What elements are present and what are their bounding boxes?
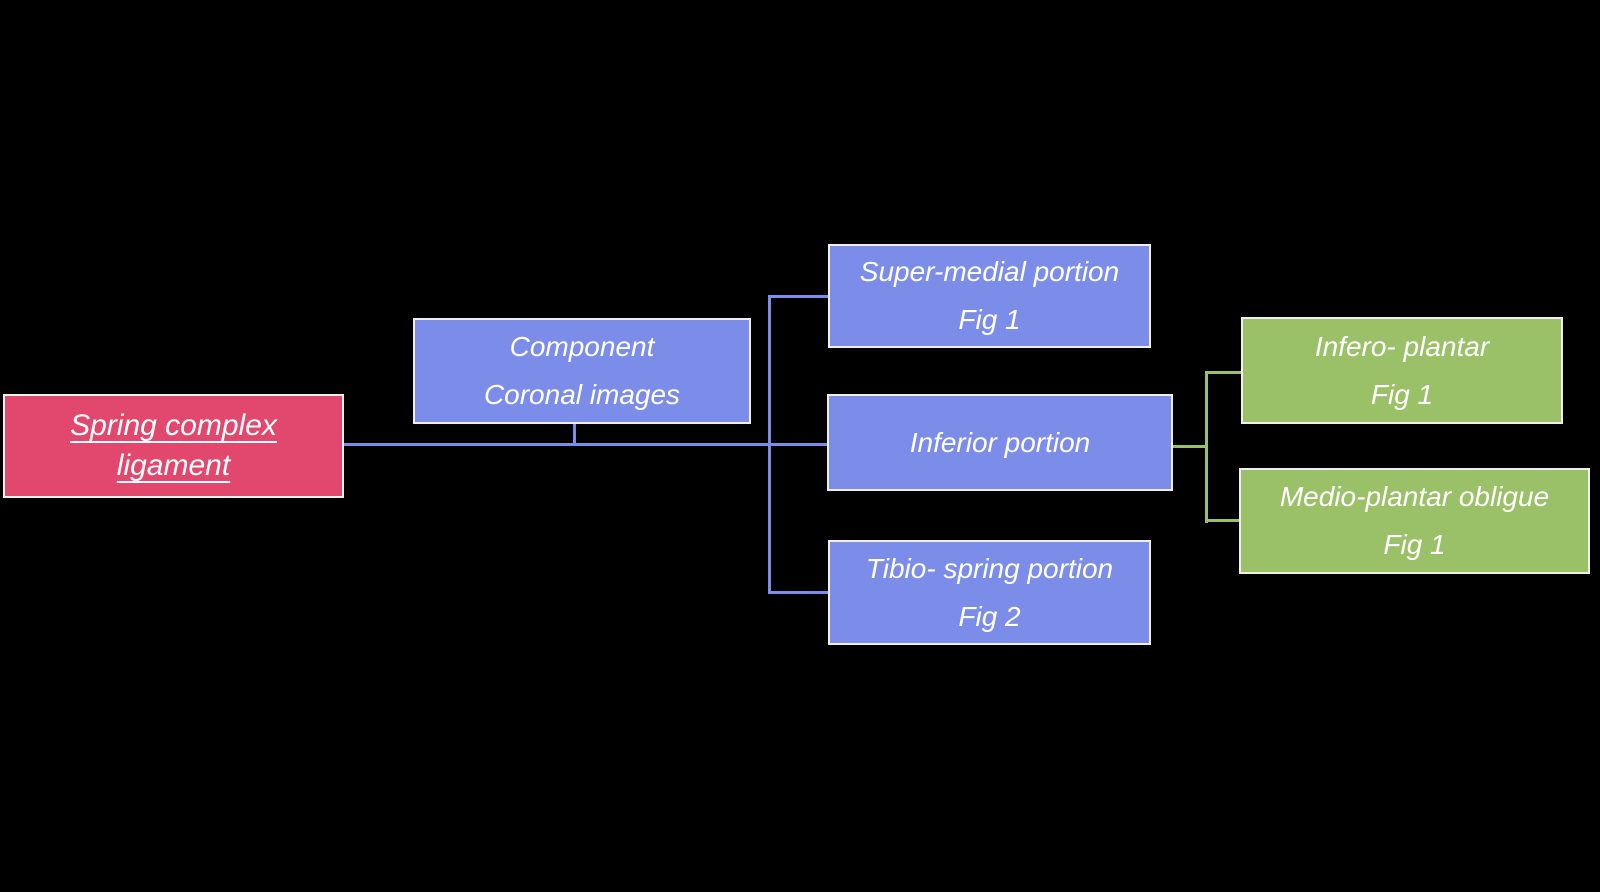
- node-spring-complex-ligament: Spring complex ligament: [3, 394, 344, 498]
- node-component-coronal-images: Component Coronal images: [413, 318, 751, 424]
- node-text-line: Super-medial portion: [859, 256, 1120, 287]
- connector-medio-plantar-stub: [1207, 519, 1240, 522]
- connector-infero-plantar-stub: [1207, 371, 1241, 374]
- node-medio-plantar-oblique: Medio-plantar obligue Fig 1: [1239, 468, 1590, 574]
- node-tibio-spring-portion: Tibio- spring portion Fig 2: [828, 540, 1151, 645]
- node-text-line: Inferior portion: [909, 426, 1091, 458]
- node-text-line: Fig 1: [958, 304, 1021, 335]
- connector-branch-vertical: [768, 295, 771, 594]
- node-text-line: Fig 2: [958, 600, 1021, 632]
- node-text-line: Infero- plantar: [1314, 330, 1490, 362]
- connector-inferior-out: [1172, 445, 1206, 448]
- node-text-line: Fig 1: [1370, 378, 1434, 410]
- connector-component-stub: [573, 424, 576, 444]
- node-text-line: Component: [509, 331, 655, 362]
- node-text-line: Fig 1: [1383, 529, 1446, 560]
- node-inferior-portion: Inferior portion: [827, 394, 1173, 491]
- connector-green-vertical: [1205, 371, 1208, 523]
- connector-root-to-branch: [343, 443, 829, 446]
- node-text-line: ligament: [116, 449, 231, 482]
- connector-super-medial-stub: [770, 295, 828, 298]
- node-infero-plantar: Infero- plantar Fig 1: [1241, 317, 1563, 424]
- connector-tibio-spring-stub: [770, 591, 828, 594]
- node-text-line: Tibio- spring portion: [865, 552, 1114, 584]
- node-super-medial-portion: Super-medial portion Fig 1: [828, 244, 1151, 348]
- node-text-line: Spring complex: [70, 409, 277, 442]
- node-text-line: Coronal images: [483, 379, 681, 410]
- node-text-line: Medio-plantar obligue: [1279, 481, 1550, 512]
